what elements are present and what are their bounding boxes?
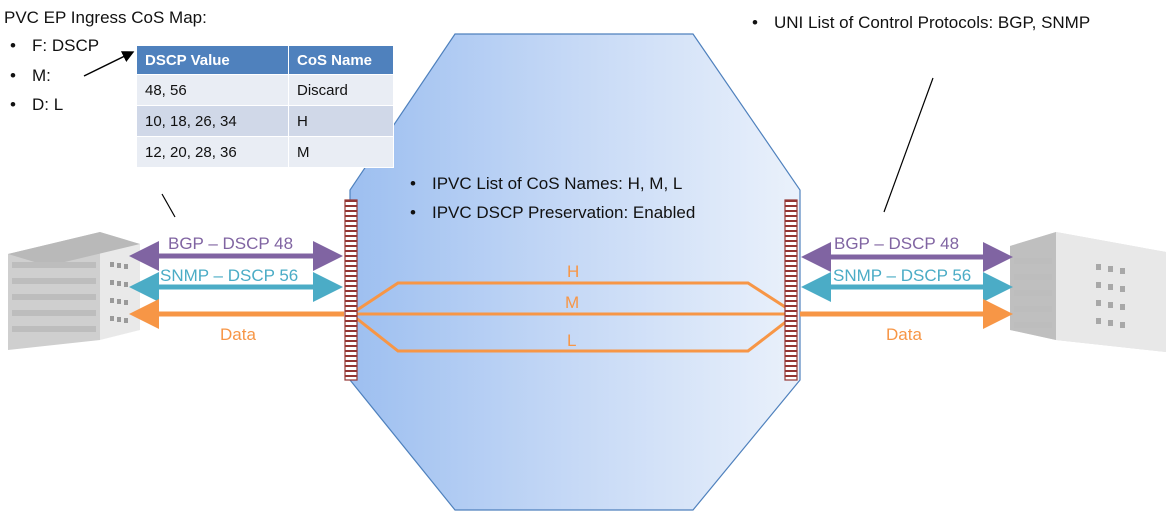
- cos-map-item-f: F: DSCP: [10, 36, 99, 56]
- table-row: 10, 18, 26, 34 H: [136, 105, 394, 137]
- left-data-label: Data: [220, 325, 256, 344]
- right-callout-line: [883, 77, 934, 213]
- uni-protocols-note: UNI List of Control Protocols: BGP, SNMP: [752, 13, 1090, 33]
- left-callout-line: [161, 193, 176, 218]
- right-building-icon: [1010, 232, 1166, 352]
- cos-lanes: [350, 281, 797, 353]
- lane-h: [350, 281, 797, 316]
- table-header-dscp: DSCP Value: [136, 45, 289, 75]
- table-cell: 10, 18, 26, 34: [136, 105, 289, 137]
- right-snmp-label: SNMP – DSCP 56: [833, 266, 972, 285]
- left-building-icon: [8, 232, 140, 350]
- table-header-cos: CoS Name: [288, 45, 394, 75]
- cos-map-item-m: M:: [10, 66, 51, 86]
- table-cell: 48, 56: [136, 74, 289, 106]
- table-cell: M: [288, 136, 394, 168]
- ipvc-dscp-preservation-note: IPVC DSCP Preservation: Enabled: [410, 203, 695, 223]
- right-data-label: Data: [886, 325, 922, 344]
- lane-m-label: M: [565, 293, 580, 312]
- table-cell: 12, 20, 28, 36: [136, 136, 289, 168]
- dscp-cos-table: DSCP Value CoS Name 48, 56 Discard 10, 1…: [136, 45, 394, 168]
- cos-map-title: PVC EP Ingress CoS Map:: [4, 8, 207, 27]
- right-uni-interface: [784, 199, 798, 381]
- lane-l-label: L: [567, 331, 577, 350]
- table-cell: Discard: [288, 74, 394, 106]
- lane-l: [350, 312, 797, 353]
- table-row: 12, 20, 28, 36 M: [136, 136, 394, 168]
- left-snmp-label: SNMP – DSCP 56: [160, 266, 299, 285]
- right-bgp-label: BGP – DSCP 48: [834, 234, 960, 253]
- lane-h-label: H: [567, 262, 580, 281]
- table-header-row: DSCP Value CoS Name: [136, 45, 394, 75]
- m-to-table-arrow: [83, 51, 135, 77]
- ipvc-cos-names-note: IPVC List of CoS Names: H, M, L: [410, 174, 682, 194]
- left-uni-interface: [344, 199, 358, 381]
- left-bgp-label: BGP – DSCP 48: [168, 234, 294, 253]
- table-cell: H: [288, 105, 394, 137]
- cos-map-item-d: D: L: [10, 95, 63, 115]
- table-row: 48, 56 Discard: [136, 74, 394, 106]
